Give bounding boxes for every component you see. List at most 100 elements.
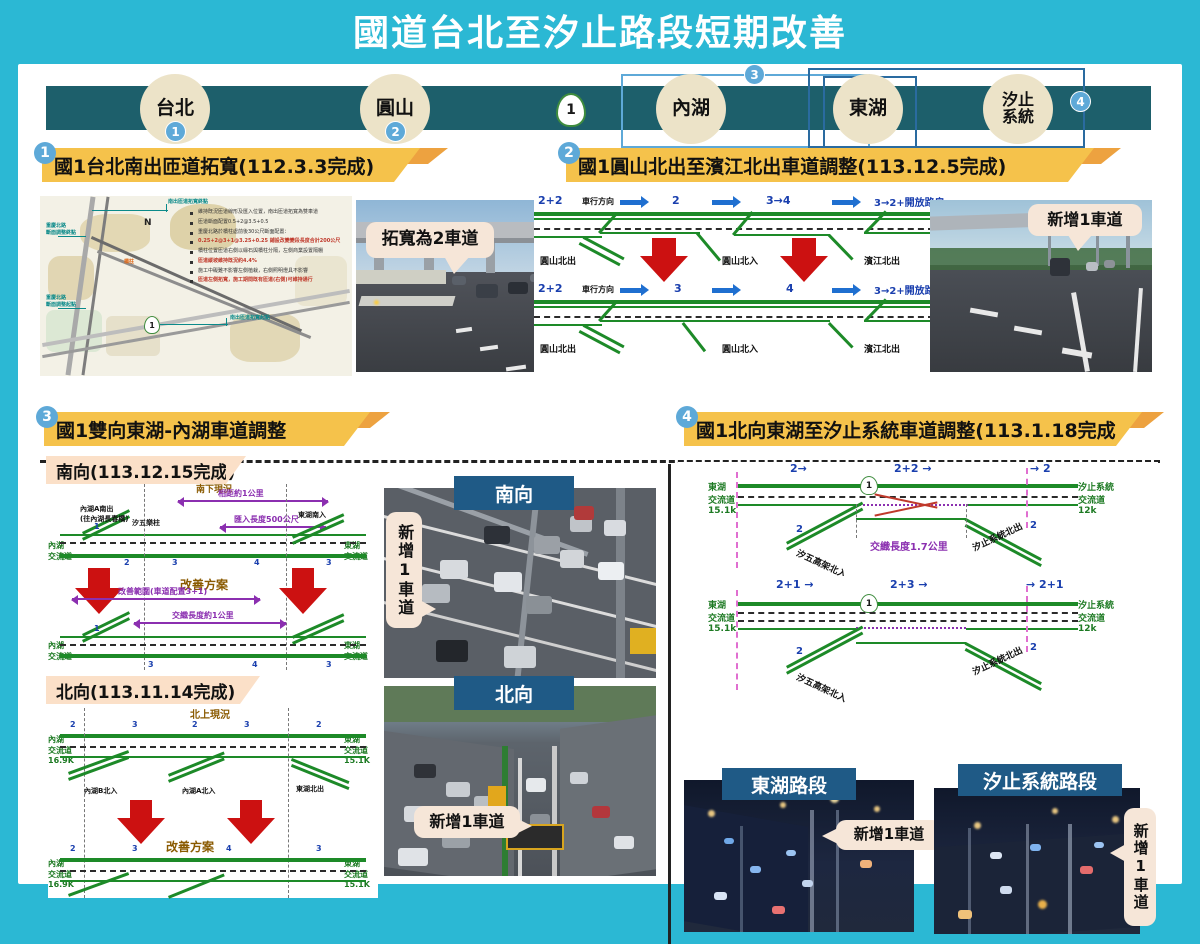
lane-count-label: 3 [148,660,154,669]
lane-count-label: 4 [254,558,260,567]
section-1-badge: 1 [34,142,56,164]
highway-1-shield-icon: 1 [556,93,586,127]
section-3-north-photo [384,686,656,876]
section-4-before-diagram: 2→ 2+2 → → 2 東湖 交流道 15.1k 汐止系統 交流道 12k 1 [678,462,1158,581]
lane-count-label: 4 [786,282,794,295]
section-1-map-figure: 南出匝道拓寬終點 南出匝道拓寬起點 重慶北路 斷面調整終點 重慶北路 斷面調整起… [40,196,352,376]
lane-count-label: 2 [672,194,680,207]
ramp-label: 內湖B北入 [84,787,118,795]
lane-count-label: 2+2 [538,282,563,295]
section-1-title: 國1台北南出匝道拓寬(112.3.3完成) [54,155,375,178]
ramp-label: 濱江北出 [864,257,901,267]
lane-count-label: 2 [192,720,198,729]
ramp-label: 內湖A北入 [182,787,216,795]
map-highway-shield-icon: 1 [144,316,160,334]
section-2-badge: 2 [558,142,580,164]
station-badge-3: 3 [745,65,764,84]
station-badge-1: 1 [166,122,185,141]
plan-label: 改善方案 [180,578,229,592]
north-arrow-icon: N [144,218,152,228]
ramp-label: 濱江北出 [864,345,901,355]
lane-count-label: → 2 [1030,462,1051,475]
ramp-lane-label: 2 [796,524,803,535]
section-3-north-photo-caption: 北向 [454,676,574,710]
section-2-callout: 新增1車道 [1028,204,1142,251]
section-1-callout: 拓寬為2車道 [366,222,494,274]
lane-count-label: 3 [244,720,250,729]
lane-count-label: 2 [124,558,130,567]
section-4-after-diagram: 2+1 → 2+3 → → 2+1 東湖 交流道 15.1k 汐止系統 交流道 … [678,576,1158,705]
lane-count-label: 3→2+開放路肩 [874,286,945,297]
section-4-title: 國1北向東湖至汐止系統車道調整(113.1.18完成) [696,419,1125,442]
map-label-widen-end: 南出匝道拓寬終點 [168,199,209,205]
node-label-right: 東湖 交流道 15.1K [344,735,370,765]
node-label-right: 汐止系統 交流道 12k [1078,483,1115,516]
section-3-south-callout: 新增1車道 [386,512,436,628]
section-4-xizhi-callout: 新增1車道 [1110,808,1156,926]
span-label: 相距約1公里 [218,489,264,498]
section-3-south-photo [384,488,656,678]
section-3-title: 國1雙向東湖-內湖車道調整 [56,419,287,442]
station-label: 東湖 [848,97,887,120]
ramp-label: 東湖南入 [298,511,326,519]
span-label: 交織長度1.7公里 [870,542,948,553]
station-badge-2: 2 [386,122,405,141]
section-1-ribbon: 國1台北南出匝道拓寬(112.3.3完成) [42,148,420,182]
station-xizhi-system: 汐止 系統 [983,74,1053,144]
lane-count-label: 4 [252,660,258,669]
ramp-label: 汐五高架北入 [794,672,848,705]
section-2-diagram: 2+2 車行方向 2 3→4 3→2+開放路肩 [534,194,945,376]
section-1-notes: 維持既況匝道線形及匯入位置，南出匝道拓寬為雙車道 匝道斷面配置0.5+2@3.5… [190,208,350,286]
section-4-badge: 4 [676,406,698,428]
infographic-page: 國道台北至汐止路段短期改善 台北 1 圓山 2 1 [18,13,1182,944]
lane-count-label: 4 [226,844,232,853]
note-item: 匝道斷面配置0.5+2@3.5+0.5 [190,218,350,228]
section-3-sub-south: 南向(113.12.15完成) [46,456,246,484]
highway-1-shield-icon: 1 [860,594,878,613]
node-label-left: 內湖 交流道 16.9K [48,859,74,889]
section-4-donghu-photo-caption: 東湖路段 [722,768,856,800]
lane-count-label: 2→ [790,462,807,475]
lane-count-label: 2 [70,720,76,729]
station-donghu: 東湖 [833,74,903,144]
note-item: 匝道左側拓寬，施工期間既有匝道(右側)可維持通行 [190,276,350,286]
section-3-sub-north: 北向(113.11.14完成) [46,676,260,704]
lane-count-label: 3 [326,660,332,669]
section-3-north-diagram: 北上現況 內湖 交流道 16.9K 東湖 交流道 15.1K 內湖B北入 內湖A… [48,708,378,899]
section-4-xizhi-photo-caption: 汐止系統路段 [958,764,1122,796]
section-4-donghu-callout: 新增1車道 [822,820,942,850]
lane-count-label: 3 [316,844,322,853]
map-label-widen-start: 南出匝道拓寬起點 [230,315,271,321]
plan-label: 改善方案 [166,840,215,854]
section-3-north-callout: 新增1車道 [414,806,532,838]
lane-count-label: 3→2+開放路肩 [874,198,945,209]
station-label: 圓山 [375,97,414,120]
node-label-left: 內湖 交流道 16.9K [48,735,74,765]
ramp-label: 圓山北入 [722,257,759,267]
lane-count-label: 2+3 → [890,578,928,591]
span-label: 交織長度約1公里 [172,611,234,620]
section-3-badge: 3 [36,406,58,428]
span-label: 改善範圍(車道配置3+1) [118,587,208,596]
lane-count-label: 2+1 → [776,578,814,591]
note-item: 橋柱位置匝道右側以緣石與橋柱分隔，左側商業設置隔棚 [190,247,350,257]
lane-count-label: 2+2 [538,194,563,207]
lane-count-label: 3 [172,558,178,567]
station-label: 內湖 [671,97,710,120]
divider-horizontal [40,460,1160,463]
lane-count-label: 2 [70,844,76,853]
lane-count-label: 2 [316,720,322,729]
section-3-ribbon: 國1雙向東湖-內湖車道調整 [44,412,370,446]
note-item: 0.25+2@3+1@3.25+0.25 鋪設改變變段長度合計200公尺 [190,237,350,247]
lane-count-label: → 2+1 [1026,578,1064,591]
section-3-south-photo-caption: 南向 [454,476,574,510]
divider-vertical [668,464,671,944]
ramp-label: 圓山北入 [722,345,759,355]
section-3-south-diagram: 南下現況 相距約1公里 匯入長度500公尺 內湖 交流道 東湖 交流道 [48,484,378,670]
lane-count-label: 2+2 → [894,462,932,475]
ramp-label: 內湖A南出 (往內湖長春橋) [80,505,129,523]
node-label-right: 汐止系統 交流道 12k [1078,601,1115,634]
status-label: 南下現況 [196,485,233,495]
highway-1-shield-icon: 1 [860,476,878,495]
station-label: 台北 [155,97,194,120]
